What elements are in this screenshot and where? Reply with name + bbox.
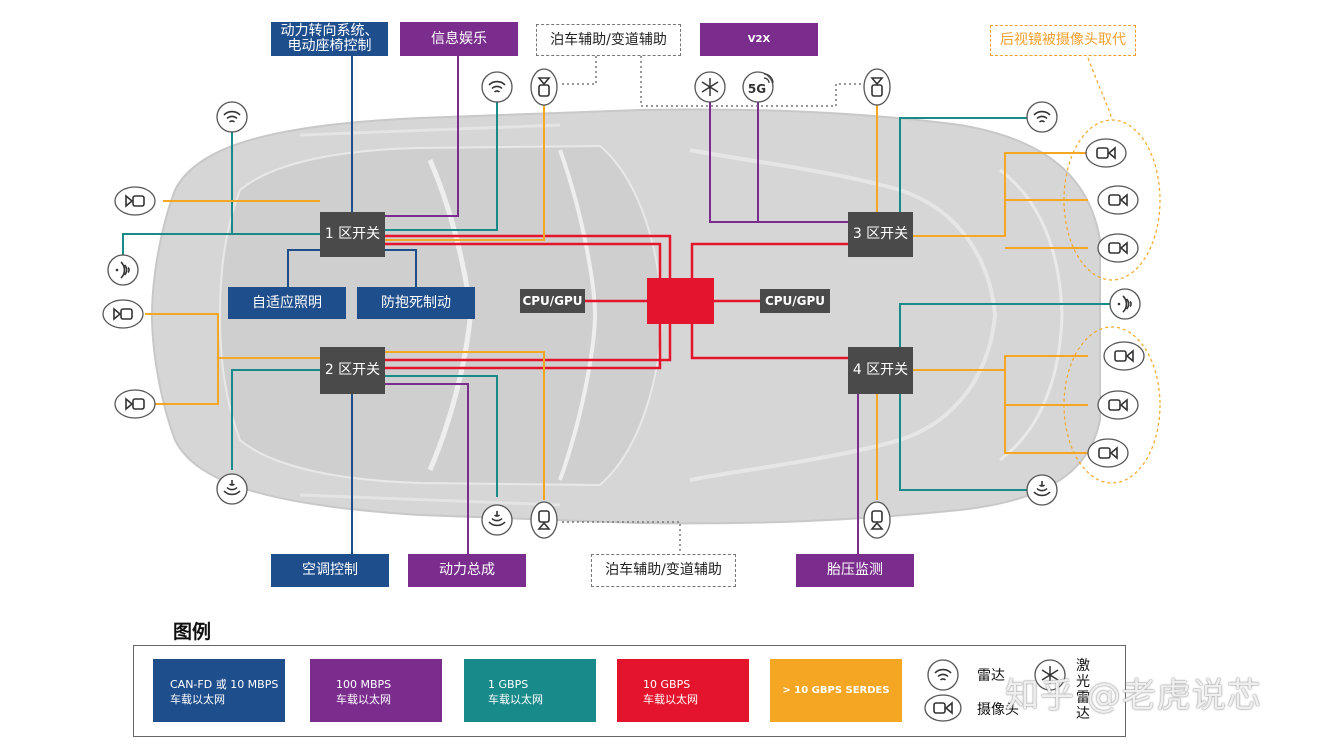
radar-icon [481, 504, 513, 536]
camera-icon [1097, 390, 1139, 420]
zone3-switch: 3 区开关 [848, 212, 913, 257]
backbone-10g [385, 234, 848, 370]
legend-radar-label: 雷达 [977, 668, 1005, 684]
legend-can-fd: CAN-FD 或 10 MBPS 车载以太网 [153, 659, 285, 722]
camera-icon [1087, 438, 1129, 468]
camera-icon [114, 389, 156, 419]
links-1g [122, 100, 1122, 497]
legend-frame [133, 645, 1126, 737]
legend-icons [924, 659, 1066, 722]
infotainment-box: 信息娱乐 [400, 22, 518, 56]
camera-icon [1097, 185, 1139, 215]
camera-icon [924, 694, 962, 722]
legend-item-line1: CAN-FD 或 10 MBPS [170, 678, 279, 691]
legend-1gbps: 1 GBPS 车载以太网 [464, 659, 596, 722]
mirror-camera-group-outline [1063, 57, 1161, 484]
links-100m [385, 56, 859, 554]
central-compute-switch [647, 278, 714, 324]
zone4-switch: 4 区开关 [848, 347, 913, 394]
legend-item-line1: 10 GBPS [643, 678, 691, 691]
radar-icon [216, 473, 248, 505]
parking-assist-bottom-box: 泊车辅助/变道辅助 [591, 554, 736, 587]
radar-icon [481, 71, 513, 103]
radar-icon [927, 659, 959, 691]
camera-icon [102, 299, 144, 329]
adaptive-lighting-box: 自适应照明 [228, 287, 346, 319]
legend-10gbps: 10 GBPS 车载以太网 [617, 659, 749, 722]
parking-dotted-links [562, 56, 862, 552]
legend-item-line2: 车载以太网 [488, 693, 543, 706]
legend-100mbps: 100 MBPS 车载以太网 [310, 659, 442, 722]
abs-box: 防抱死制动 [357, 287, 475, 319]
cpu-gpu-right: CPU/GPU [760, 289, 830, 313]
camera-icon [530, 501, 558, 539]
camera-icon [1085, 138, 1127, 168]
legend-item-line2: 车载以太网 [170, 693, 225, 706]
camera-icon [863, 68, 891, 106]
legend-camera-label: 摄像头 [977, 702, 1019, 718]
radar-icon [1026, 474, 1058, 506]
zone2-switch: 2 区开关 [320, 347, 385, 394]
legend-item-line1: > 10 GBPS SERDES [782, 685, 890, 696]
lidar-icon [694, 71, 726, 103]
legend-item-line1: 100 MBPS [336, 678, 392, 691]
svg-text:5G: 5G [748, 82, 766, 96]
v2x-box: V2X [700, 23, 818, 56]
radar-icon [107, 254, 139, 286]
legend-item-line2: 车载以太网 [336, 693, 391, 706]
radar-icon [1026, 101, 1058, 133]
power-steering-seat-box: 动力转向系统、 电动座椅控制 [271, 22, 388, 56]
camera-icon [863, 501, 891, 539]
parking-assist-top-box: 泊车辅助/变道辅助 [536, 24, 681, 56]
tire-pressure-box: 胎压监测 [796, 554, 914, 587]
camera-icon [1103, 341, 1145, 371]
camera-icon [530, 68, 558, 106]
legend-serdes: > 10 GBPS SERDES [770, 659, 902, 722]
lidar-icon [1034, 659, 1066, 691]
ac-control-box: 空调控制 [271, 554, 389, 587]
legend-item-line2: 车载以太网 [643, 693, 698, 706]
legend-item-line1: 1 GBPS [488, 678, 529, 691]
camera-icon [1097, 233, 1139, 263]
watermark: 知乎 @老虎说芯 [1005, 676, 1262, 716]
powertrain-box: 动力总成 [408, 554, 526, 587]
legend-title: 图例 [173, 621, 212, 643]
5g-icon: 5G [742, 71, 774, 103]
zone1-switch: 1 区开关 [320, 212, 385, 257]
cpu-gpu-left: CPU/GPU [520, 289, 585, 313]
links-can [287, 56, 417, 554]
camera-icon [114, 186, 156, 216]
radar-icon [216, 101, 248, 133]
mirror-replaced-by-camera-label: 后视镜被摄像头取代 [990, 25, 1136, 56]
legend-lidar-label: 激光雷达 [1076, 658, 1090, 722]
links-serdes [145, 104, 1088, 500]
radar-icon [1109, 288, 1141, 320]
